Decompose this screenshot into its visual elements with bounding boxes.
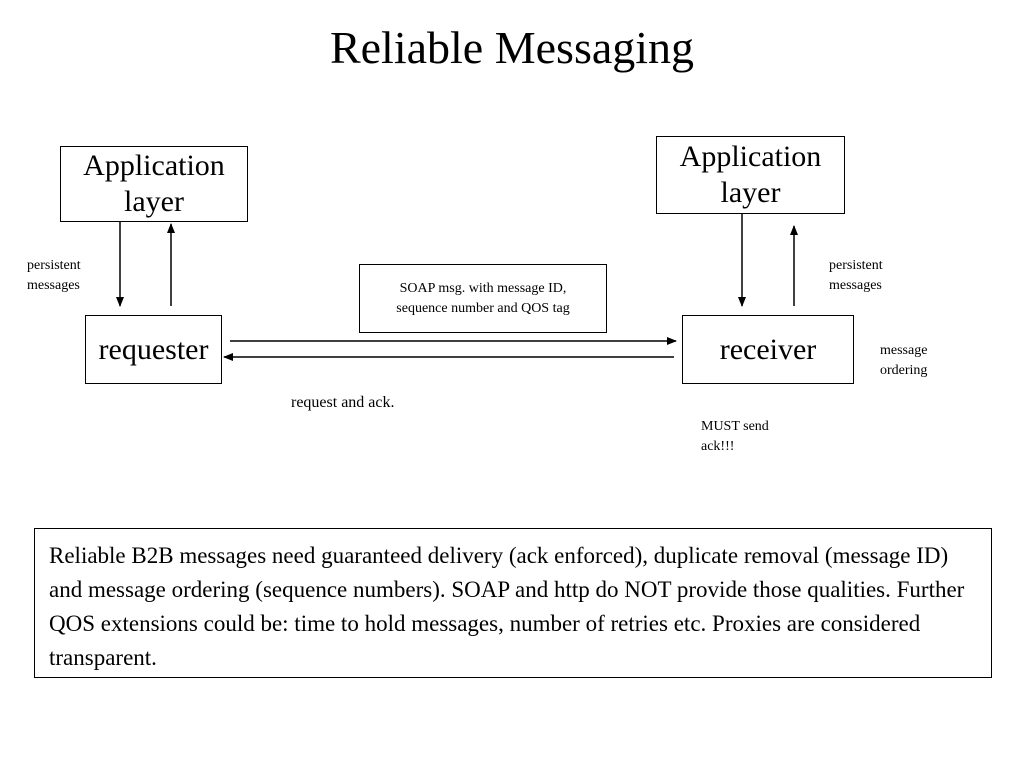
request-and-ack-label: request and ack. <box>291 394 395 411</box>
receiver-box: receiver <box>682 315 854 384</box>
page-title: Reliable Messaging <box>329 22 695 73</box>
soap-label-line2: sequence number and QOS tag <box>396 300 570 316</box>
left-persistent-line2: messages <box>27 278 80 293</box>
soap-label-line1: SOAP msg. with message ID, <box>399 280 567 296</box>
must-line1: MUST send <box>701 419 769 434</box>
right-persistent-line1: persistent <box>829 258 883 273</box>
receiver-label: receiver <box>719 332 817 366</box>
message-ordering-label: message ordering <box>880 341 927 381</box>
right-persistent-messages-label: persistent messages <box>829 256 883 296</box>
right-app-label-line2: layer <box>720 176 781 209</box>
soap-message-box: SOAP msg. with message ID, sequence numb… <box>359 264 607 333</box>
right-app-label-line1: Application <box>679 140 822 173</box>
left-persistent-messages-label: persistent messages <box>27 256 81 296</box>
left-app-label-line2: layer <box>124 185 184 218</box>
must-send-ack-label: MUST send ack!!! <box>701 417 769 457</box>
left-persistent-line1: persistent <box>27 258 81 273</box>
must-line2: ack!!! <box>701 439 735 454</box>
right-application-layer-box: Application layer <box>656 136 845 214</box>
left-app-label-line1: Application <box>83 149 225 182</box>
requester-label: requester <box>98 332 209 366</box>
requester-box: requester <box>85 315 222 384</box>
ordering-line2: ordering <box>880 363 928 378</box>
ordering-line1: message <box>880 343 928 358</box>
left-application-layer-box: Application layer <box>60 146 248 222</box>
right-persistent-line2: messages <box>829 278 882 293</box>
explanation-note-box: Reliable B2B messages need guaranteed de… <box>34 528 992 678</box>
